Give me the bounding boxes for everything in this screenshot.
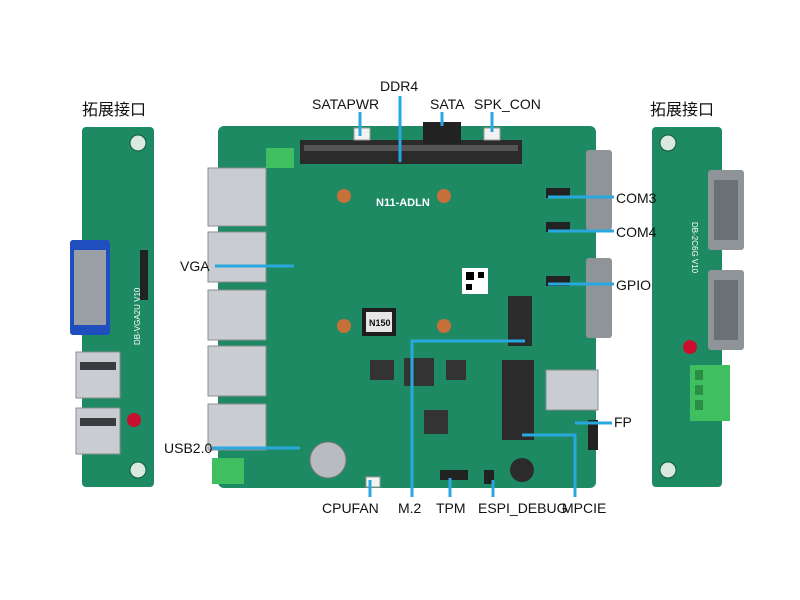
label-vga: VGA — [180, 258, 210, 274]
label-espi-debug: ESPI_DEBUG — [478, 500, 568, 516]
power-terminal — [212, 458, 244, 484]
left-board-title: 拓展接口 — [82, 100, 147, 119]
usb-port-left-2 — [75, 407, 121, 455]
cpu-label: N150 — [369, 318, 391, 328]
usb-port-right — [545, 369, 599, 411]
usb-stack-1 — [207, 167, 267, 227]
m2-slot — [508, 296, 532, 346]
usb-port-left-1 — [75, 351, 121, 399]
label-cpufan: CPUFAN — [322, 500, 379, 516]
label-ddr4: DDR4 — [380, 78, 419, 94]
mpcie-slot — [502, 360, 534, 440]
main-board — [207, 122, 612, 488]
com-port-main-1 — [586, 150, 612, 230]
com-port-main-2 — [586, 258, 612, 338]
right-board-title: 拓展接口 — [650, 100, 715, 119]
lan-port-1 — [207, 289, 267, 341]
label-satapwr: SATAPWR — [312, 96, 380, 112]
label-fp: FP — [614, 414, 632, 430]
label-m2: M.2 — [398, 500, 422, 516]
sata-connector — [423, 122, 461, 144]
callout-lines — [212, 96, 614, 497]
main-board-model: N11-ADLN — [376, 197, 430, 209]
label-gpio: GPIO — [616, 277, 652, 293]
ddr4-slot — [300, 140, 522, 164]
lan-port-2 — [207, 345, 267, 397]
left-board-silk: DB-VGA2U V10 — [133, 287, 142, 345]
label-usb20: USB2.0 — [164, 440, 213, 456]
cmos-battery — [309, 441, 347, 479]
usb-stack-3 — [207, 403, 267, 451]
label-com3: COM3 — [616, 190, 657, 206]
label-mpcie: MPCIE — [562, 500, 607, 516]
label-sata: SATA — [430, 96, 465, 112]
right-expansion-board — [652, 127, 744, 487]
label-spk-con: SPK_CON — [474, 96, 541, 112]
label-tpm: TPM — [436, 500, 466, 516]
qr-code — [462, 268, 488, 294]
label-com4: COM4 — [616, 224, 657, 240]
usb-stack-2 — [207, 231, 267, 283]
left-expansion-board — [70, 127, 154, 487]
right-board-silk: DB-2C6G V10 — [690, 222, 699, 274]
